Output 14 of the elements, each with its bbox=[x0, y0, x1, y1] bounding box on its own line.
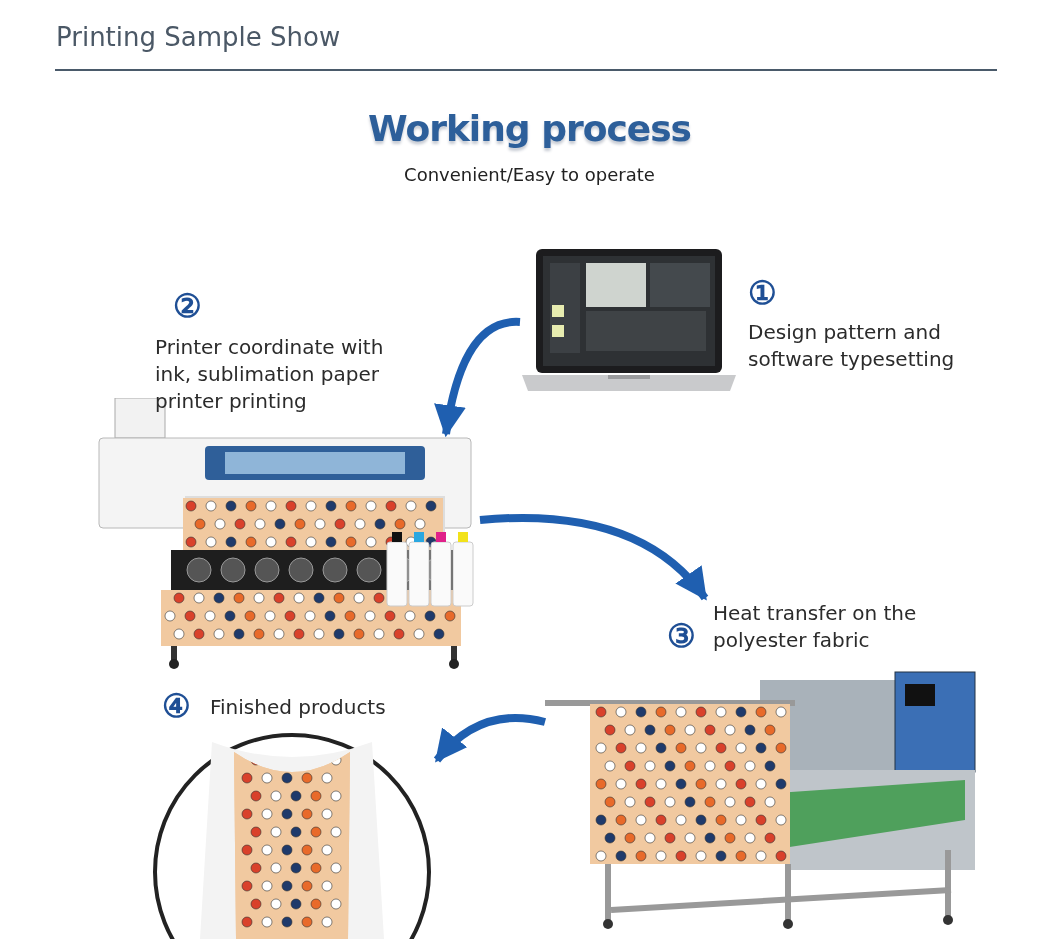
curved-arrow bbox=[433, 714, 546, 763]
subtitle: Convenient/Easy to operate bbox=[404, 164, 655, 185]
curved-arrow bbox=[479, 514, 709, 601]
step-number: ② bbox=[173, 290, 202, 322]
step-description: Printer coordinate with ink, sublimation paper printer printing bbox=[155, 334, 385, 415]
step-number: ④ bbox=[162, 690, 191, 722]
step-description: Finished products bbox=[210, 694, 387, 721]
step-number: ③ bbox=[667, 620, 696, 652]
step-description: Design pattern and software typesetting bbox=[748, 319, 956, 373]
step-description: Heat transfer on the polyester fabric bbox=[713, 600, 918, 654]
step-number: ① bbox=[748, 277, 777, 309]
section-heading: Printing Sample Show bbox=[56, 22, 341, 52]
diagram-title: Working process bbox=[368, 108, 691, 149]
curved-arrow bbox=[434, 318, 521, 438]
